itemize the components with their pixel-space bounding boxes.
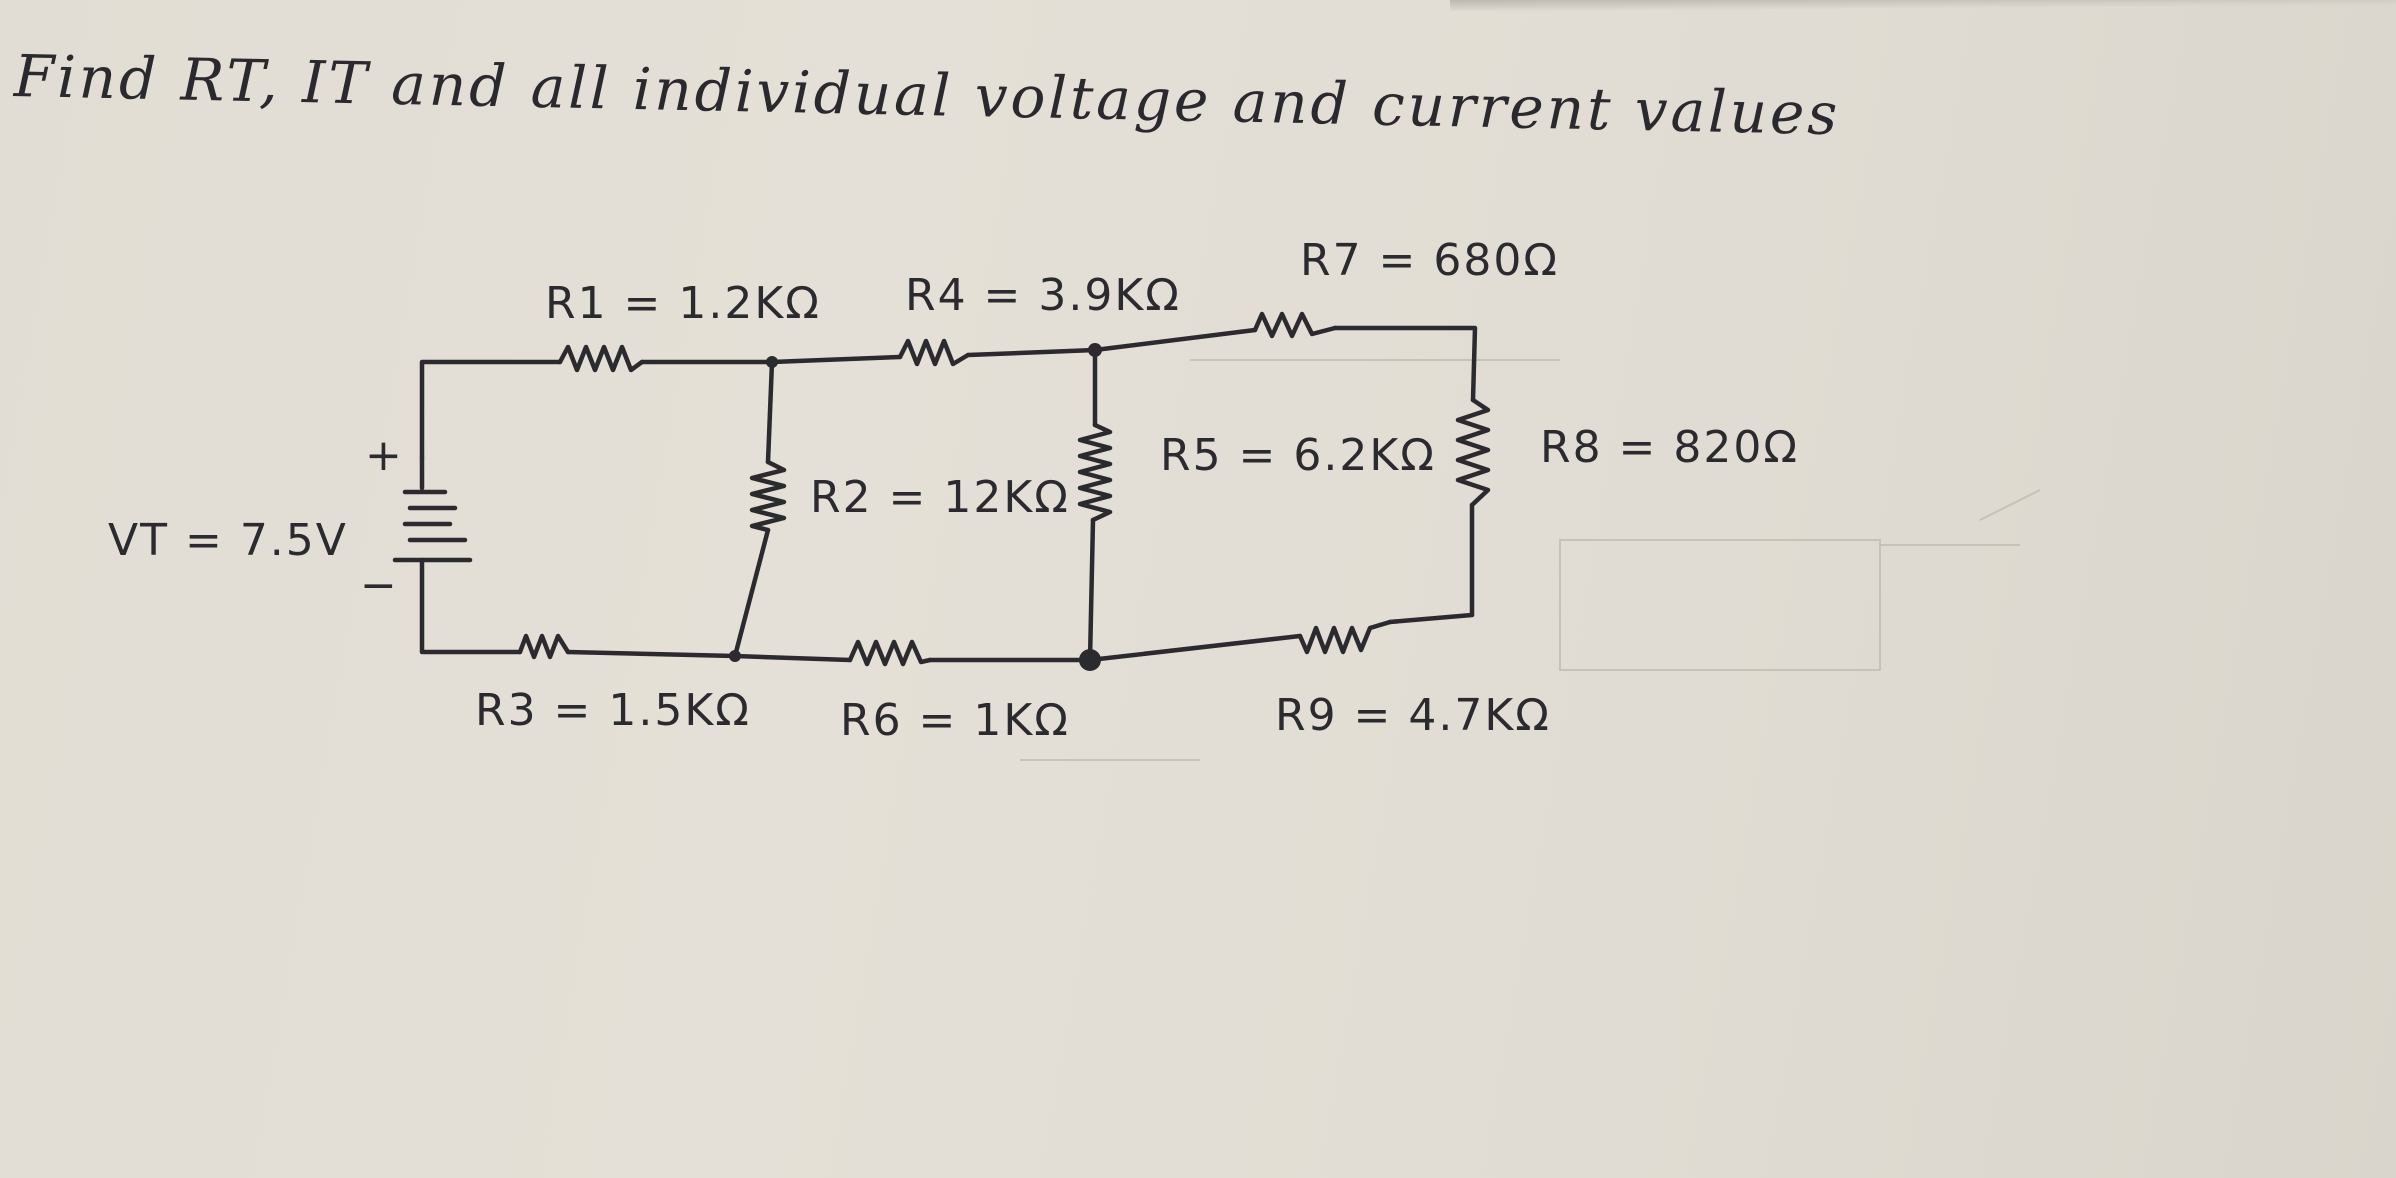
r6-label: R6 = 1KΩ xyxy=(840,695,1070,746)
battery-plus-sign: + xyxy=(365,430,404,481)
r4-label: R4 = 3.9KΩ xyxy=(905,270,1181,321)
battery-symbol xyxy=(392,455,473,563)
resistor-r9 xyxy=(1297,619,1393,655)
bleed-through-marks xyxy=(1020,359,2041,761)
resistor-r3 xyxy=(517,633,571,660)
r5-label: R5 = 6.2KΩ xyxy=(1160,430,1436,481)
r3-label: R3 = 1.5KΩ xyxy=(475,685,751,736)
resistor-r7 xyxy=(1252,311,1338,339)
circuit-wires xyxy=(419,325,1478,663)
resistor-r6 xyxy=(847,639,933,667)
resistor-r4 xyxy=(897,338,971,367)
r1-label: R1 = 1.2KΩ xyxy=(545,278,821,329)
resistor-r5 xyxy=(1077,422,1113,523)
resistor-r2 xyxy=(749,459,787,533)
r7-label: R7 = 680Ω xyxy=(1300,235,1559,286)
r9-label: R9 = 4.7KΩ xyxy=(1275,690,1551,741)
resistor-r8 xyxy=(1455,397,1491,508)
r2-label: R2 = 12KΩ xyxy=(810,472,1070,523)
junction-nodes xyxy=(729,343,1102,671)
battery-minus-sign: − xyxy=(360,560,399,611)
r8-label: R8 = 820Ω xyxy=(1540,422,1799,473)
source-voltage-label: VT = 7.5V xyxy=(108,515,348,566)
resistor-r1 xyxy=(557,344,645,373)
